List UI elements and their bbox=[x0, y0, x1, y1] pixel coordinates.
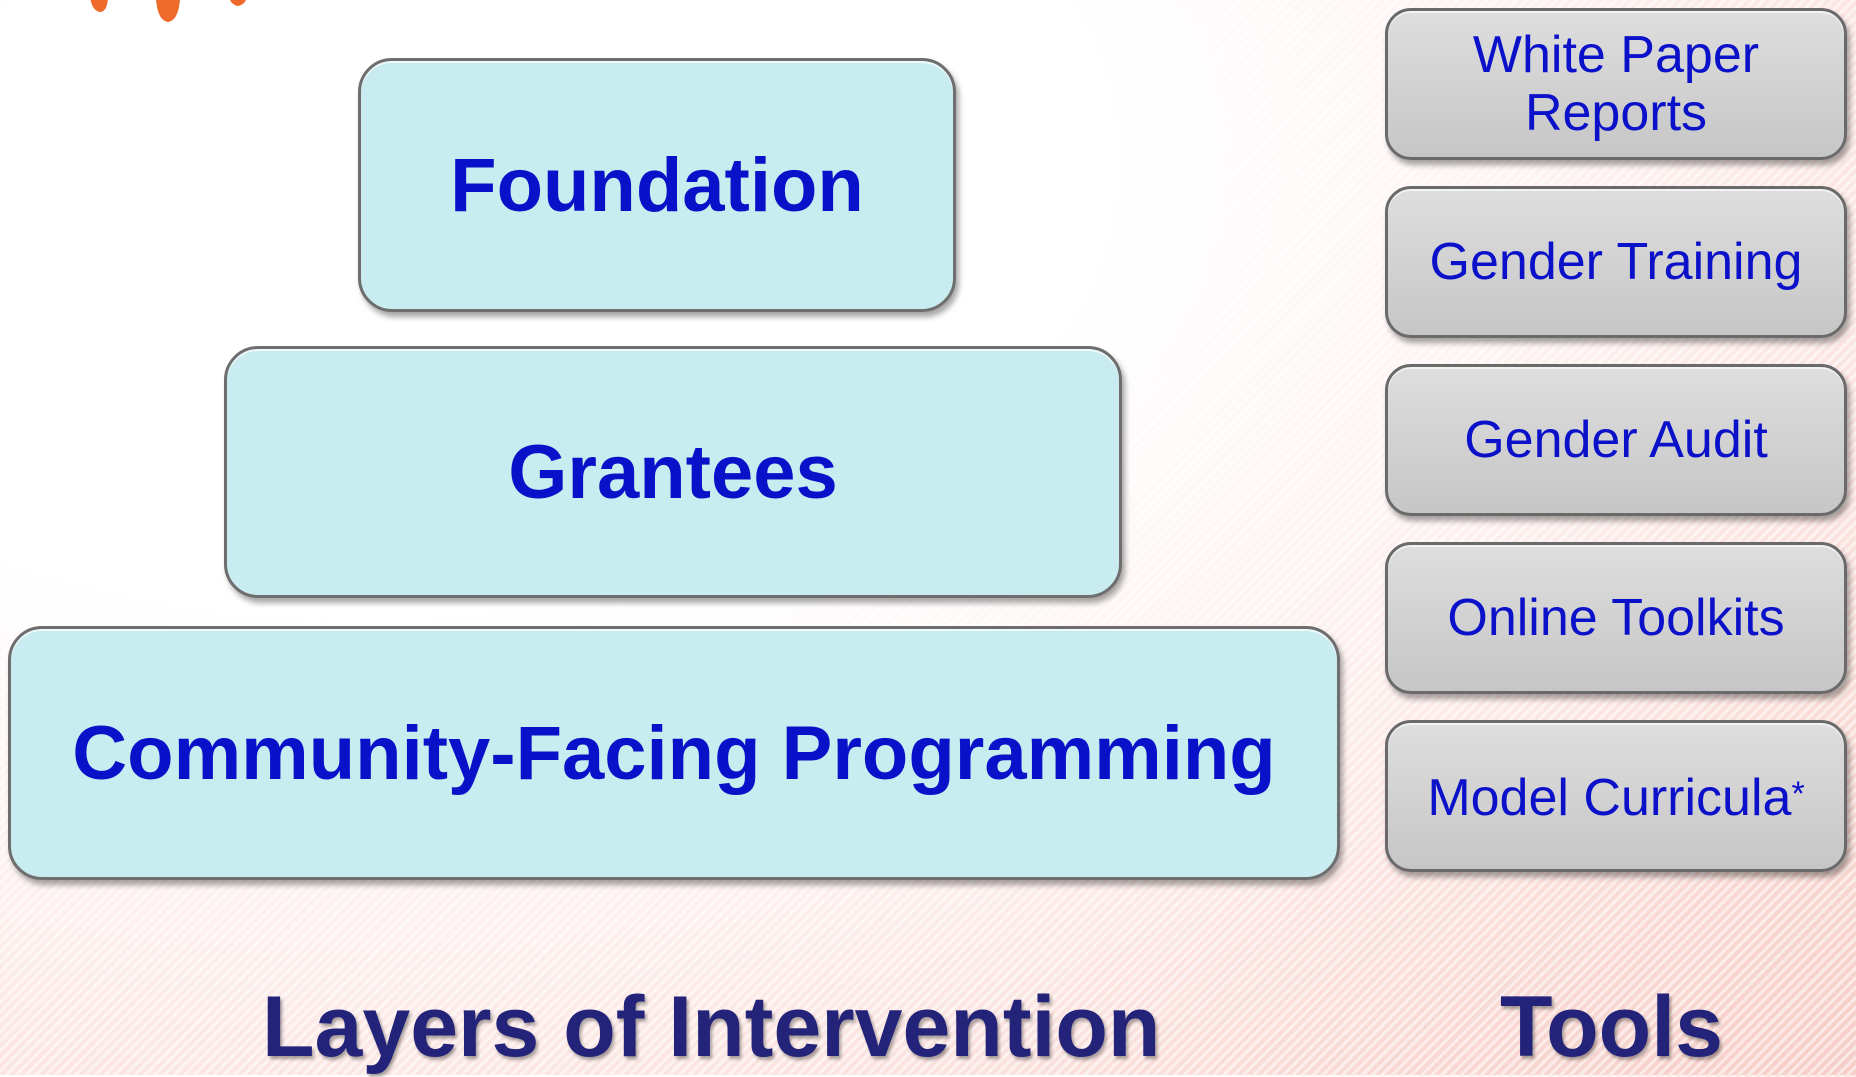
tool-model-curricula-asterisk: * bbox=[1791, 775, 1805, 813]
tool-model-curricula-label: Model Curricula* bbox=[1427, 765, 1804, 827]
tool-gender-audit-label: Gender Audit bbox=[1464, 411, 1768, 469]
tool-gender-training-box: Gender Training bbox=[1385, 186, 1847, 338]
tool-model-curricula-box: Model Curricula* bbox=[1385, 720, 1847, 872]
layer-community-box: Community-Facing Programming bbox=[8, 626, 1340, 880]
tool-model-curricula-text: Model Curricula bbox=[1427, 769, 1792, 827]
layer-grantees-label: Grantees bbox=[508, 429, 838, 515]
layer-foundation-label: Foundation bbox=[450, 142, 864, 228]
tool-online-toolkits-label: Online Toolkits bbox=[1447, 589, 1785, 647]
tool-white-paper-box: White Paper Reports bbox=[1385, 8, 1847, 160]
tool-gender-audit-box: Gender Audit bbox=[1385, 364, 1847, 516]
tool-online-toolkits-box: Online Toolkits bbox=[1385, 542, 1847, 694]
layer-foundation-box: Foundation bbox=[358, 58, 956, 312]
tools-heading: Tools bbox=[1500, 979, 1723, 1075]
layer-community-label: Community-Facing Programming bbox=[72, 710, 1276, 796]
tool-gender-training-label: Gender Training bbox=[1429, 233, 1803, 291]
tool-white-paper-label: White Paper Reports bbox=[1472, 26, 1760, 142]
layers-of-intervention-heading: Layers of Intervention bbox=[262, 979, 1161, 1075]
layer-grantees-box: Grantees bbox=[224, 346, 1122, 598]
brand-logo-icon bbox=[90, 0, 246, 22]
